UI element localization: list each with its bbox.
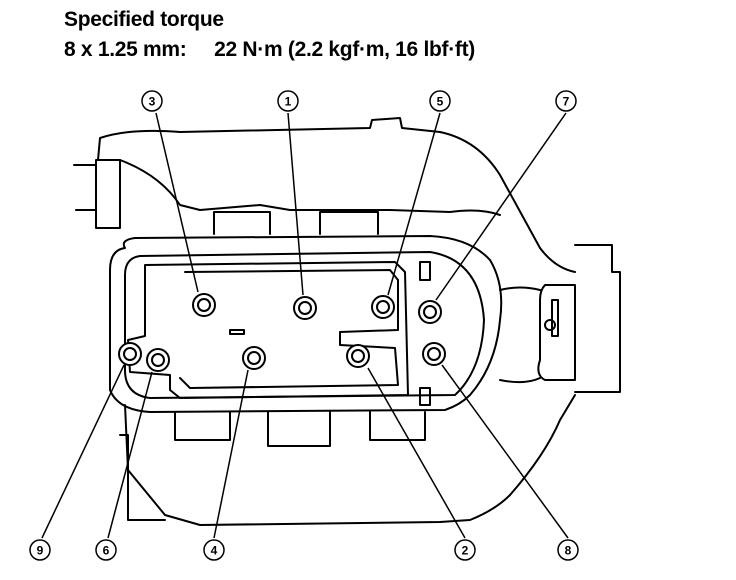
upper-plenum [97,117,576,273]
cover-slot-2 [419,261,431,406]
plenum-inner-curve [119,159,501,216]
callout-1: 1 [277,90,299,112]
callout-7: 7 [555,90,577,112]
svg-text:7: 7 [563,95,570,109]
cover-slot [229,329,245,335]
callout-3: 3 [141,90,163,112]
svg-text:2: 2 [462,544,469,558]
bolt-9 [118,342,142,366]
callout-5: 5 [429,90,451,112]
bolt-8 [422,342,446,366]
runner-upper-1 [213,211,271,235]
runner-lower-1 [174,411,231,441]
throttle-slot [551,299,559,337]
callout-8: 8 [557,539,579,561]
svg-text:5: 5 [437,95,444,109]
bolt-6 [146,348,170,372]
leader-9 [41,364,125,539]
callout-6: 6 [95,539,117,561]
leader-5 [387,112,441,296]
lower-left-flange [119,434,166,521]
throttle-body [574,244,621,393]
left-flange [73,159,121,229]
throttle-inner [537,284,576,381]
leader-1 [287,112,304,296]
leader-7 [435,112,567,301]
torque-spec: 8 x 1.25 mm: 22 N·m (2.2 kgf·m, 16 lbf·f… [64,38,475,61]
svg-text:1: 1 [285,95,292,109]
valve-cover [127,261,409,399]
lower-body [124,394,576,526]
bolt-2 [346,344,370,368]
runner-upper-2 [319,211,379,235]
callout-4: 4 [203,539,225,561]
callout-9: 9 [29,539,51,561]
bolt-4 [242,346,266,370]
svg-text:8: 8 [565,544,572,558]
bolt-5 [371,295,395,319]
cover-inner [179,269,399,389]
runner-lower-3 [369,411,426,441]
bolt-1 [293,296,317,320]
leader-4 [213,369,249,539]
leader-3 [155,112,199,293]
bolt-3 [192,293,216,317]
runner-lower-2 [267,411,331,447]
throttle-fastener [544,319,556,331]
head-outer [109,235,503,413]
leader-6 [107,371,153,539]
callout-2: 2 [454,539,476,561]
svg-text:9: 9 [37,544,44,558]
connector-curve [499,286,541,291]
leader-8 [441,364,569,539]
svg-text:3: 3 [149,95,156,109]
title: Specified torque [64,8,224,31]
connector-curve-2 [499,377,541,384]
bolt-7 [418,300,442,324]
svg-text:6: 6 [103,544,110,558]
leader-2 [367,367,466,539]
svg-text:4: 4 [211,544,218,558]
